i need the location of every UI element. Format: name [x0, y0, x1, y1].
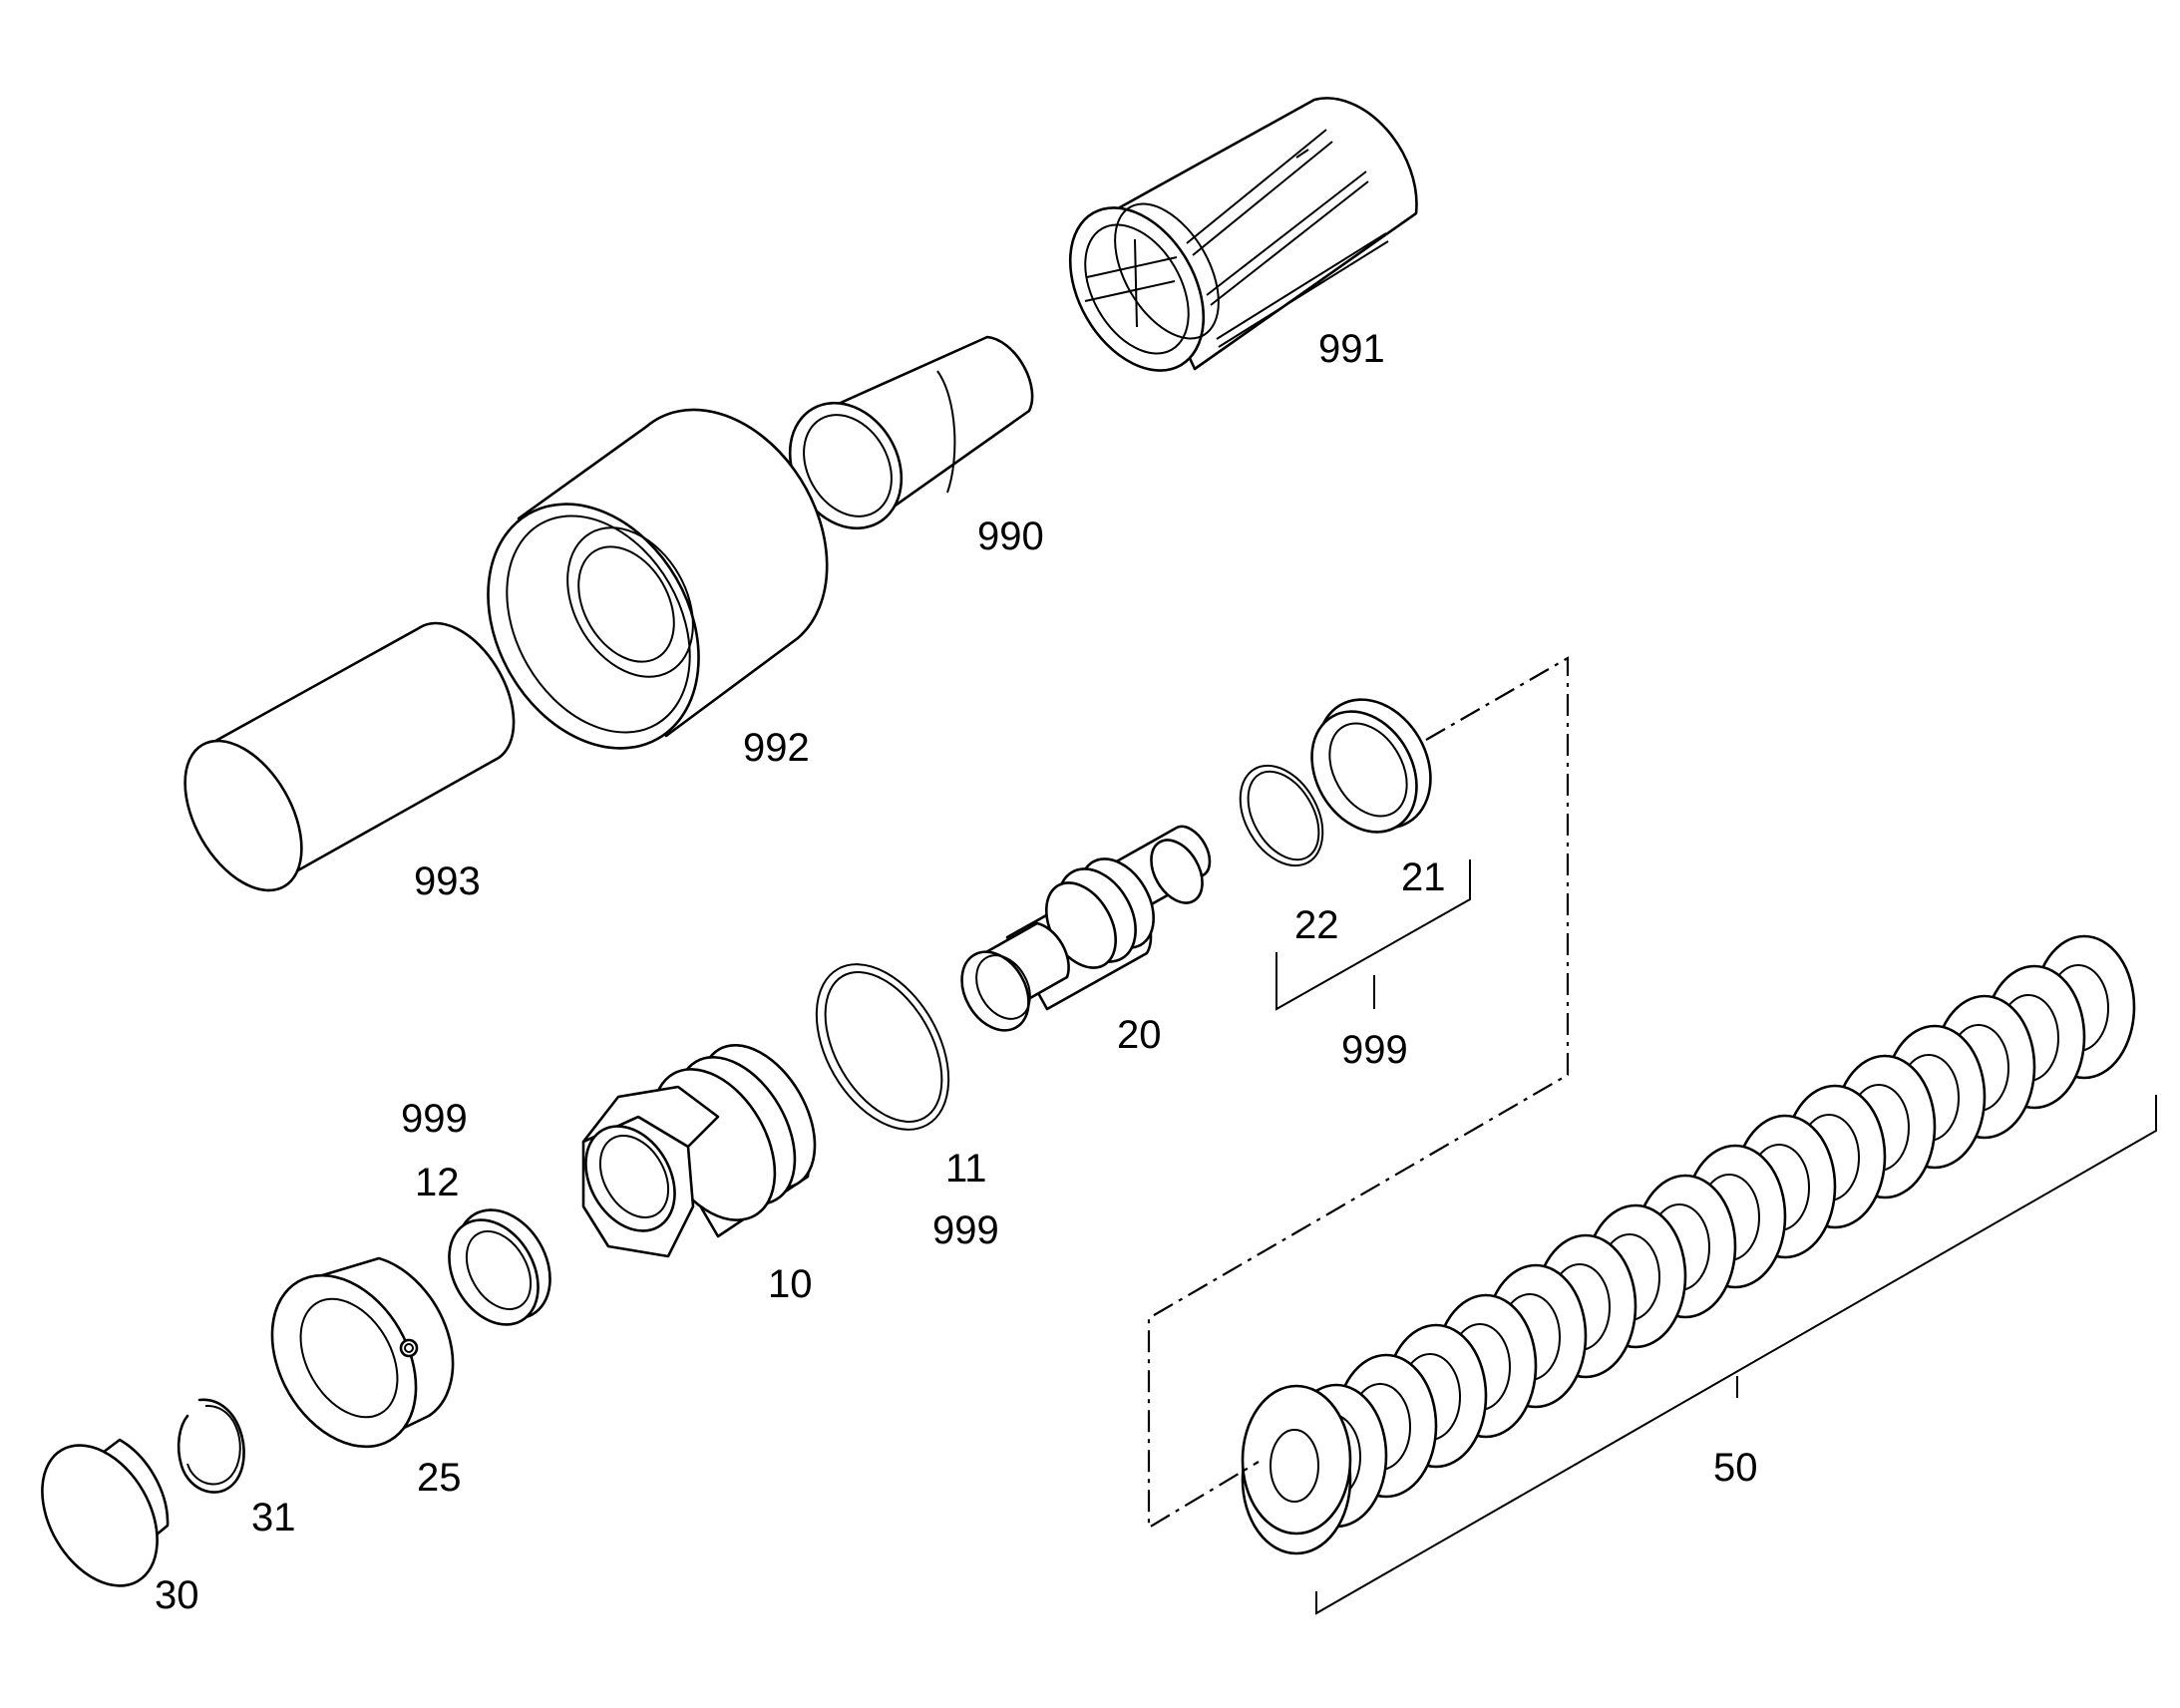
- dashdot-frame: [1147, 656, 1570, 1530]
- callout-11: 11: [945, 1147, 987, 1191]
- part-11-oring: [815, 963, 950, 1131]
- callout-31: 31: [251, 1496, 296, 1539]
- part-25-collar: [270, 1256, 455, 1449]
- part-20-stem: [960, 825, 1212, 1032]
- part-31-snapring: [177, 1398, 245, 1494]
- callout-21: 21: [1401, 855, 1446, 899]
- callout-999-mid: 999: [932, 1208, 999, 1252]
- callout-993: 993: [414, 859, 481, 903]
- callout-12: 12: [415, 1161, 460, 1204]
- part-992-housing: [487, 408, 829, 750]
- callout-10: 10: [768, 1262, 813, 1306]
- callout-992: 992: [743, 726, 810, 770]
- part-21-ring: [1310, 698, 1432, 834]
- callout-30: 30: [155, 1573, 199, 1617]
- callout-991: 991: [1318, 327, 1385, 371]
- callout-50: 50: [1713, 1446, 1758, 1490]
- callout-22: 22: [1294, 903, 1339, 947]
- callout-990: 990: [977, 514, 1044, 558]
- part-991-collet: [1068, 97, 1418, 372]
- callout-25: 25: [417, 1456, 462, 1500]
- callout-20: 20: [1117, 1013, 1162, 1057]
- part-50-disc-stack: [1241, 934, 2136, 1555]
- part-30-cap: [41, 1438, 170, 1587]
- part-990-sleeve: [788, 335, 1034, 530]
- part-22-ring: [1239, 764, 1324, 867]
- part-12-seal: [448, 1208, 551, 1326]
- callout-999-top: 999: [1341, 1028, 1408, 1072]
- part-10-fitting: [581, 1044, 817, 1258]
- leader-lines: [1147, 656, 2157, 1615]
- bracket-999-top: [1275, 859, 1471, 1011]
- bracket-50: [1315, 1095, 2157, 1615]
- callout-999-left: 999: [401, 1097, 468, 1141]
- part-993-plug: [183, 621, 516, 892]
